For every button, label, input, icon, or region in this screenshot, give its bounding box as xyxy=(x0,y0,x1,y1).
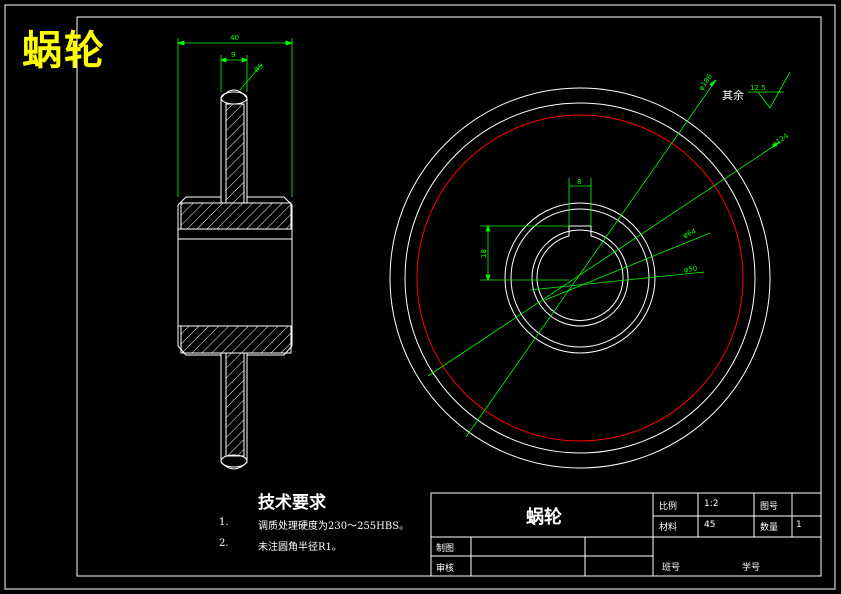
section-view xyxy=(177,89,293,470)
ratio-value: 1:2 xyxy=(704,499,719,509)
review-label: 审核 xyxy=(436,564,455,574)
dim-d50: φ50 xyxy=(683,265,697,274)
sheet-border xyxy=(4,4,836,590)
pitch-circle xyxy=(416,114,744,442)
web-hatch-bottom xyxy=(225,352,245,457)
title-block-name: 蜗轮 xyxy=(526,507,562,528)
tech-item-2-text: 未注圆角半径R1。 xyxy=(258,542,342,553)
throat-circle xyxy=(404,102,756,454)
tech-requirements-title: 技术要求 xyxy=(258,493,326,513)
dim-key-18: 18 xyxy=(480,249,488,258)
dim-d124: φ124 xyxy=(771,132,791,149)
drawing-frame xyxy=(76,16,822,577)
roughness-value: 12.5 xyxy=(750,84,766,92)
student-label: 学号 xyxy=(742,563,761,573)
dim-d186: φ186 xyxy=(697,72,714,92)
dim-width-40: 40 xyxy=(230,34,239,42)
material-value: 45 xyxy=(704,520,716,530)
roughness-note: 其余 xyxy=(722,88,744,102)
class-label: 班号 xyxy=(662,563,681,573)
front-view xyxy=(389,87,771,469)
bore-outer xyxy=(531,229,629,327)
tech-item-1-num: 1. xyxy=(219,517,229,528)
tech-item-2-num: 2. xyxy=(219,538,229,549)
hub-hatch-bottom xyxy=(180,325,292,354)
material-label: 材料 xyxy=(659,523,678,533)
front-dimensions xyxy=(427,79,781,438)
hub-circle-outer xyxy=(504,202,656,354)
bore-keyway xyxy=(536,225,624,322)
outer-circle xyxy=(389,87,771,469)
web-hatch-top xyxy=(225,103,245,204)
quantity-label: 数量 xyxy=(760,523,779,533)
dim-d64: φ64 xyxy=(682,227,698,240)
ratio-label: 比例 xyxy=(659,502,678,512)
dim-hub-9: 9 xyxy=(231,51,235,59)
roughness-symbol xyxy=(748,71,791,109)
drawn-label: 制图 xyxy=(436,544,455,554)
dim-key-8: 8 xyxy=(577,178,581,186)
hub-hatch-top xyxy=(180,202,292,230)
title-block-grid xyxy=(430,492,822,577)
quantity-value: 1 xyxy=(796,520,802,530)
section-dimensions xyxy=(176,38,294,197)
drawing-no-label: 图号 xyxy=(760,502,779,512)
tech-item-1-text: 调质处理硬度为230～255HBS。 xyxy=(258,521,410,532)
page-title: 蜗轮 xyxy=(22,28,106,74)
